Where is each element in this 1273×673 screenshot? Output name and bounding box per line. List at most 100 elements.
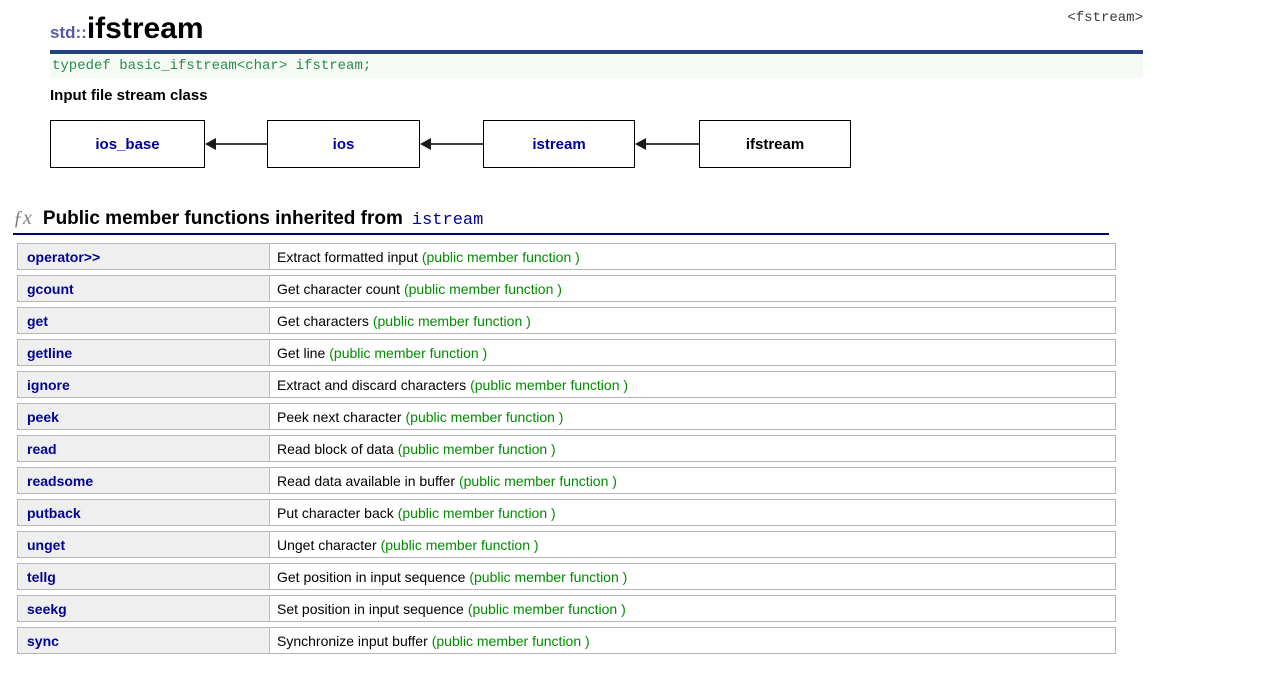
- member-description: Set position in input sequence: [277, 600, 464, 617]
- member-name-cell[interactable]: putback: [18, 500, 269, 525]
- member-link[interactable]: ignore: [27, 376, 70, 393]
- member-name-cell[interactable]: operator>>: [18, 244, 269, 269]
- member-link[interactable]: gcount: [27, 280, 74, 297]
- member-functions-table: operator>> Extract formatted input(publi…: [17, 243, 1116, 654]
- member-description: Get character count: [277, 280, 400, 297]
- member-kind: (public member function ): [431, 632, 590, 649]
- member-link[interactable]: read: [27, 440, 57, 457]
- member-desc-cell: Read block of data(public member functio…: [269, 436, 1115, 461]
- member-link[interactable]: tellg: [27, 568, 56, 585]
- member-name-cell[interactable]: read: [18, 436, 269, 461]
- member-kind: (public member function ): [467, 600, 626, 617]
- member-kind: (public member function ): [403, 280, 562, 297]
- member-kind: (public member function ): [329, 344, 488, 361]
- member-description: Read data available in buffer: [277, 472, 455, 489]
- member-name-cell[interactable]: gcount: [18, 276, 269, 301]
- member-name-cell[interactable]: tellg: [18, 564, 269, 589]
- table-row-get: get Get characters(public member functio…: [17, 307, 1116, 334]
- member-kind: (public member function ): [421, 248, 580, 265]
- class-name: ifstream: [86, 12, 204, 45]
- member-desc-cell: Unget character(public member function ): [269, 532, 1115, 557]
- member-link[interactable]: putback: [27, 504, 81, 521]
- members-section: ƒx Public member functions inherited fro…: [13, 207, 1116, 659]
- member-name-cell[interactable]: sync: [18, 628, 269, 653]
- member-desc-cell: Get characters(public member function ): [269, 308, 1115, 333]
- inheritance-box-ios[interactable]: ios: [267, 120, 420, 168]
- member-description: Peek next character: [277, 408, 402, 425]
- inheritance-diagram: ios_base ios istream ifstream: [50, 120, 1143, 168]
- table-row-seekg: seekg Set position in input sequence(pub…: [17, 595, 1116, 622]
- member-kind: (public member function ): [397, 504, 556, 521]
- member-description: Get characters: [277, 312, 369, 329]
- table-row-unget: unget Unget character(public member func…: [17, 531, 1116, 558]
- member-description: Extract formatted input: [277, 248, 418, 265]
- member-desc-cell: Put character back(public member functio…: [269, 500, 1115, 525]
- istream-heading-link[interactable]: istream: [411, 211, 484, 230]
- inheritance-arrow: [420, 121, 483, 167]
- member-description: Read block of data: [277, 440, 394, 457]
- member-name-cell[interactable]: readsome: [18, 468, 269, 493]
- members-heading: ƒx Public member functions inherited fro…: [13, 207, 1109, 235]
- member-link[interactable]: sync: [27, 632, 59, 649]
- member-link[interactable]: getline: [27, 344, 73, 361]
- table-row-read: read Read block of data(public member fu…: [17, 435, 1116, 462]
- ifstream-current: ifstream: [745, 135, 805, 153]
- table-row-operator-extract: operator>> Extract formatted input(publi…: [17, 243, 1116, 270]
- arrow-head-icon: [635, 138, 646, 150]
- table-row-putback: putback Put character back(public member…: [17, 499, 1116, 526]
- member-description: Get position in input sequence: [277, 568, 466, 585]
- member-desc-cell: Peek next character(public member functi…: [269, 404, 1115, 429]
- ios_base-link[interactable]: ios_base: [95, 135, 160, 153]
- arrow-head-icon: [420, 138, 431, 150]
- member-description: Synchronize input buffer: [277, 632, 428, 649]
- class-description: Input file stream class: [50, 87, 208, 104]
- title-section: std::ifstream typedef basic_ifstream<cha…: [50, 10, 1143, 168]
- members-heading-text: Public member functions inherited from: [42, 208, 403, 229]
- member-link[interactable]: get: [27, 312, 48, 329]
- inheritance-arrow: [205, 121, 267, 167]
- member-link[interactable]: operator>>: [27, 248, 101, 265]
- member-link[interactable]: peek: [27, 408, 59, 425]
- member-name-cell[interactable]: ignore: [18, 372, 269, 397]
- member-link[interactable]: seekg: [27, 600, 67, 617]
- istream-link[interactable]: istream: [532, 135, 586, 153]
- member-kind: (public member function ): [380, 536, 539, 553]
- inheritance-box-ifstream: ifstream: [699, 120, 851, 168]
- header-file-link[interactable]: <fstream>: [1067, 10, 1143, 26]
- table-row-sync: sync Synchronize input buffer(public mem…: [17, 627, 1116, 654]
- member-description: Get line: [277, 344, 326, 361]
- member-link[interactable]: readsome: [27, 472, 94, 489]
- member-desc-cell: Get line(public member function ): [269, 340, 1115, 365]
- member-description: Extract and discard characters: [277, 376, 467, 393]
- member-name-cell[interactable]: unget: [18, 532, 269, 557]
- member-desc-cell: Read data available in buffer(public mem…: [269, 468, 1115, 493]
- arrow-line: [212, 143, 267, 145]
- member-desc-cell: Get character count(public member functi…: [269, 276, 1115, 301]
- member-description: Unget character: [277, 536, 377, 553]
- member-desc-cell: Synchronize input buffer(public member f…: [269, 628, 1115, 653]
- ios-link[interactable]: ios: [332, 135, 355, 153]
- table-row-tellg: tellg Get position in input sequence(pub…: [17, 563, 1116, 590]
- table-row-ignore: ignore Extract and discard characters(pu…: [17, 371, 1116, 398]
- member-kind: (public member function ): [397, 440, 556, 457]
- member-name-cell[interactable]: peek: [18, 404, 269, 429]
- arrow-head-icon: [205, 138, 216, 150]
- page-title: std::ifstream: [50, 10, 1143, 48]
- title-divider: [50, 50, 1143, 54]
- member-description: Put character back: [277, 504, 394, 521]
- inheritance-box-istream[interactable]: istream: [483, 120, 635, 168]
- member-desc-cell: Set position in input sequence(public me…: [269, 596, 1115, 621]
- member-desc-cell: Extract and discard characters(public me…: [269, 372, 1115, 397]
- member-link[interactable]: unget: [27, 536, 66, 553]
- table-row-getline: getline Get line(public member function …: [17, 339, 1116, 366]
- inheritance-box-ios_base[interactable]: ios_base: [50, 120, 205, 168]
- member-name-cell[interactable]: seekg: [18, 596, 269, 621]
- arrow-line: [427, 143, 483, 145]
- member-name-cell[interactable]: getline: [18, 340, 269, 365]
- inheritance-arrow: [635, 121, 699, 167]
- member-kind: (public member function ): [470, 376, 629, 393]
- member-kind: (public member function ): [372, 312, 531, 329]
- typedef-declaration: typedef basic_ifstream<char> ifstream;: [50, 54, 1143, 78]
- member-kind: (public member function ): [458, 472, 617, 489]
- member-name-cell[interactable]: get: [18, 308, 269, 333]
